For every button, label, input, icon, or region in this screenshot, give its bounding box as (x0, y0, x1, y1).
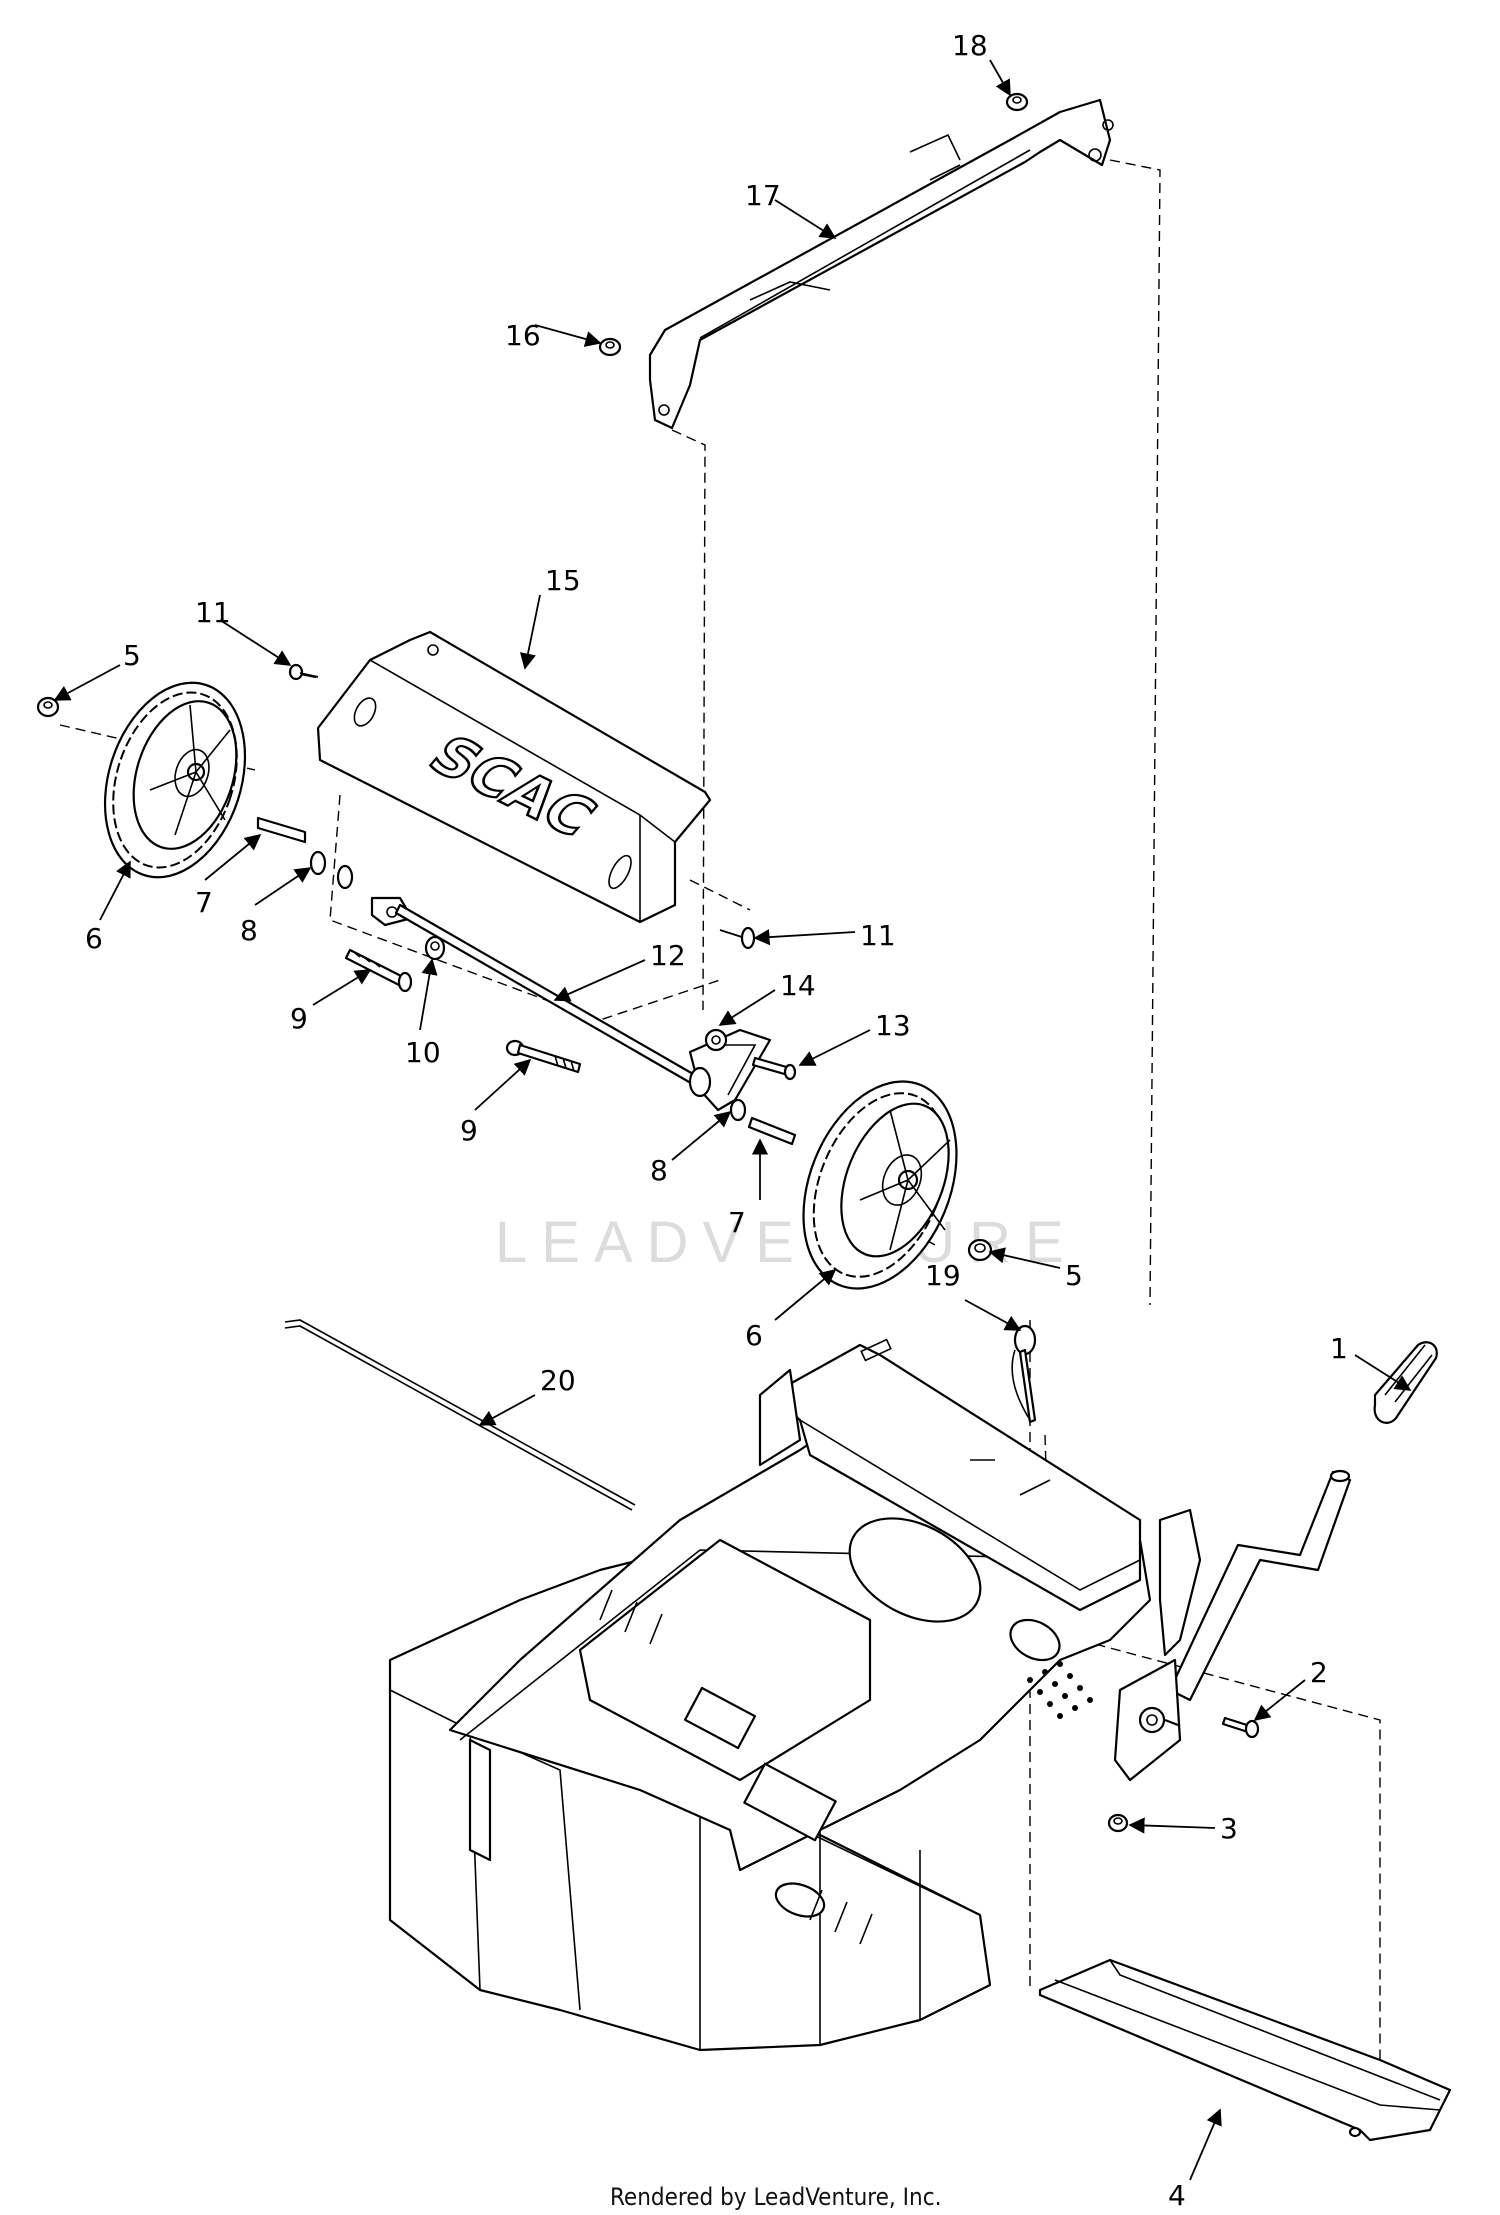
callout-17: 17 (745, 179, 781, 212)
part-8-washer-left (309, 850, 354, 890)
callout-11-upper: 11 (195, 596, 231, 629)
part-7-spacer-left (256, 816, 307, 844)
part-9-bolt-right (505, 1039, 582, 1074)
callout-13: 13 (875, 1009, 911, 1042)
callout-6-left: 6 (85, 922, 103, 955)
callout-9-right: 9 (460, 1114, 478, 1147)
leader-lines (53, 59, 1412, 2181)
part-7-spacer-right (747, 1116, 797, 1146)
part-11-bolt-upper (288, 663, 319, 681)
part-14-pivot-bracket (688, 1028, 772, 1112)
part-18-nut (1005, 92, 1029, 112)
part-17-handle-bar (648, 98, 1114, 430)
footer-credit: Rendered by LeadVenture, Inc. (610, 2183, 941, 2211)
part-13-pin (751, 1056, 797, 1081)
part-5-nut-right (967, 1238, 993, 1262)
callout-3: 3 (1220, 1812, 1238, 1845)
part-6-wheel-left (103, 681, 247, 879)
part-9-bolt-left (344, 948, 413, 993)
part-pivot-plate (1113, 1658, 1182, 1782)
callout-8-right: 8 (650, 1154, 668, 1187)
part-1-grip (1373, 1341, 1438, 1424)
callout-1: 1 (1330, 1332, 1348, 1365)
watermark: LEADVENTURE (495, 1210, 1078, 1275)
callout-6-right: 6 (745, 1319, 763, 1352)
callout-5-left: 5 (123, 639, 141, 672)
callout-labels: 18 17 16 15 11 5 6 7 8 9 10 11 12 14 13 … (85, 29, 1348, 2212)
callout-2: 2 (1310, 1656, 1328, 1689)
callout-11-lower: 11 (860, 919, 896, 952)
callout-5-right: 5 (1065, 1259, 1083, 1292)
part-3-nut (1107, 1813, 1129, 1833)
part-lever-bracket (1158, 1508, 1202, 1657)
part-19-lynch-pin (1011, 1324, 1037, 1424)
part-2-bolt (1221, 1716, 1260, 1739)
part-8-washer-right (729, 1098, 747, 1122)
callout-10: 10 (405, 1036, 441, 1069)
callout-18: 18 (952, 29, 988, 62)
callout-9-left: 9 (290, 1002, 308, 1035)
callout-14: 14 (780, 969, 816, 1002)
mower-deck (388, 1338, 1152, 2052)
part-16-nut (598, 337, 622, 357)
part-6-wheel-right (802, 1080, 958, 1290)
callout-12: 12 (650, 939, 686, 972)
callout-7-left: 7 (195, 886, 213, 919)
callout-19: 19 (925, 1259, 961, 1292)
callout-8-left: 8 (240, 914, 258, 947)
callout-15: 15 (545, 564, 581, 597)
part-15-shield: SCAC (316, 630, 712, 924)
callout-20: 20 (540, 1364, 576, 1397)
part-4-deflector (1038, 1958, 1452, 2142)
callout-7-right: 7 (728, 1206, 746, 1239)
part-20-rod (284, 1319, 636, 1511)
part-5-nut-left (36, 696, 60, 718)
part-11-bolt-lower (719, 926, 756, 950)
callout-4: 4 (1168, 2179, 1186, 2212)
callout-16: 16 (505, 319, 541, 352)
